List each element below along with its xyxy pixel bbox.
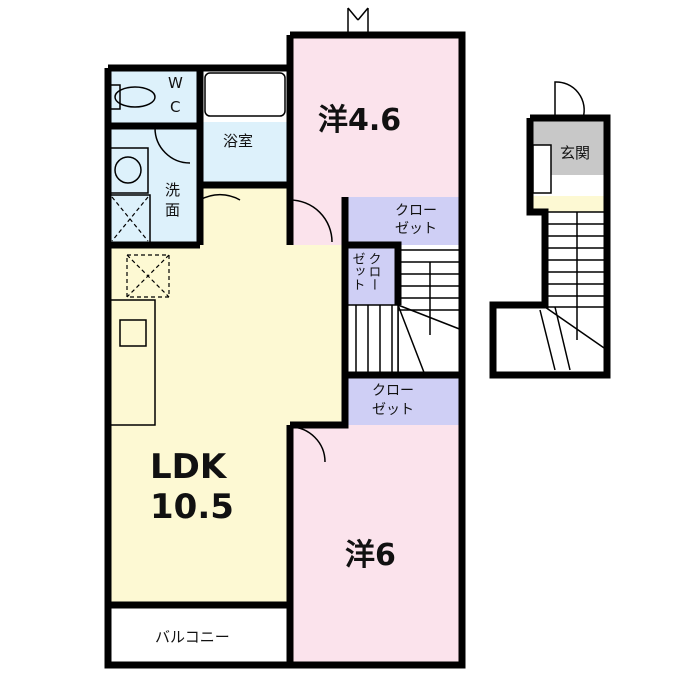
fridge-space	[126, 254, 170, 298]
washbasin-bowl	[114, 156, 142, 184]
room-label-wc-w: W	[168, 74, 183, 92]
room-label-wc-c: C	[170, 98, 180, 116]
room-wc	[108, 68, 200, 126]
room-bathroom	[200, 122, 290, 185]
entrance-label: 玄関	[560, 144, 590, 162]
sink	[119, 319, 147, 347]
entrance-door-icon	[554, 81, 585, 119]
entrance-staircase	[532, 144, 608, 371]
closet-vertical-label-2: ゼット	[350, 252, 366, 291]
room-western-6	[290, 425, 462, 665]
room-label-bathroom: 浴室	[223, 132, 253, 150]
room-washroom	[108, 126, 200, 245]
closet-top-label-1: クロー	[395, 203, 437, 219]
closet-vertical-label-1: クロー	[366, 252, 381, 291]
balcony-label: バルコニー	[155, 628, 230, 646]
room-ldk	[108, 188, 345, 605]
closet-vertical	[345, 245, 397, 305]
closet-top-label-2: ゼット	[395, 221, 437, 237]
bathtub	[204, 72, 286, 117]
door-arc	[154, 127, 333, 463]
closet-bottom-label-2: ゼット	[372, 402, 414, 418]
room-label-western-4-6: 洋4.6	[318, 103, 401, 138]
walls	[104, 31, 466, 669]
entrance-hall	[530, 196, 607, 212]
balcony	[108, 605, 290, 665]
closet-bottom	[345, 375, 462, 425]
toilet	[114, 86, 156, 108]
room-label-washroom-2: 面	[165, 201, 180, 219]
room-label-western-6: 洋6	[345, 538, 396, 573]
room-label-ldk: LDK	[150, 447, 228, 487]
room-label-ldk-area: 10.5	[150, 487, 234, 527]
closet-bottom-label-1: クロー	[372, 383, 414, 399]
entrance-walls	[489, 114, 611, 379]
closet-top	[345, 197, 462, 245]
balcony-door-icon	[347, 7, 369, 35]
room-label-washroom-1: 洗	[165, 181, 180, 199]
washer-x	[111, 196, 149, 242]
